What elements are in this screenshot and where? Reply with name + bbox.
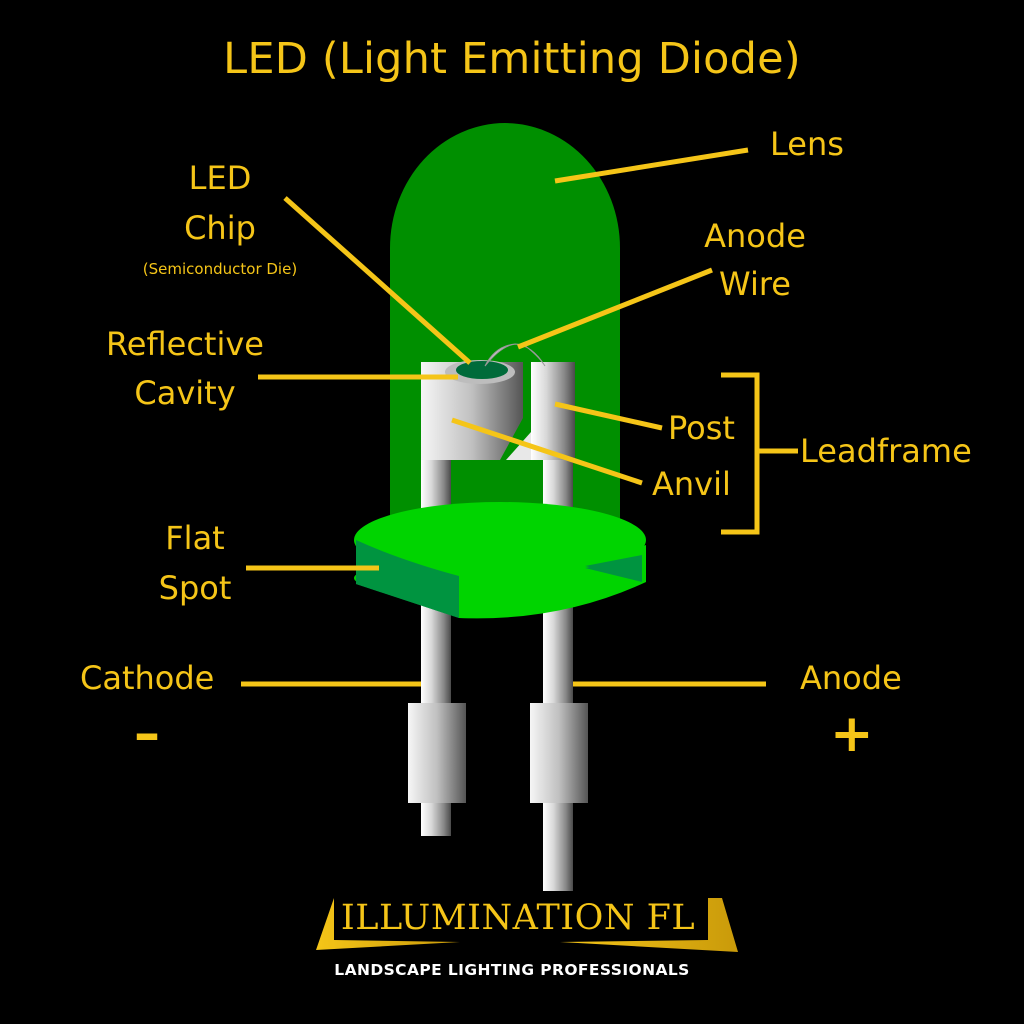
- label-led-chip-sub: (Semiconductor Die): [142, 260, 298, 278]
- page-title: LED (Light Emitting Diode): [223, 34, 801, 84]
- anode-plus-sign: +: [830, 704, 874, 764]
- logo-wings: [316, 898, 738, 952]
- anode-wire: [484, 343, 546, 367]
- leader-lens: [554, 147, 749, 184]
- anode-lead: [530, 600, 588, 891]
- post: [506, 362, 575, 460]
- led-chip: [456, 361, 508, 379]
- logo-name: ILLUMINATION FL: [340, 898, 696, 938]
- cathode-lead: [408, 600, 466, 836]
- label-cathode: Cathode: [80, 659, 215, 697]
- label-flat-spot-line2: Spot: [158, 569, 232, 607]
- leader-post: [554, 401, 663, 431]
- label-post: Post: [668, 409, 735, 447]
- label-flat-spot-line1: Flat: [165, 519, 225, 557]
- label-led-chip-line2: Chip: [184, 209, 256, 247]
- label-anode: Anode: [800, 659, 902, 697]
- label-anode-wire-line1: Anode: [704, 217, 806, 255]
- label-reflective-cavity-line1: Reflective: [106, 325, 264, 363]
- base-flange: [354, 502, 646, 619]
- leader-anode-wire: [517, 267, 713, 350]
- label-anvil: Anvil: [652, 465, 731, 503]
- label-led-chip-line1: LED: [188, 159, 252, 197]
- leadframe-bracket: [721, 372, 760, 535]
- label-reflective-cavity-line2: Cavity: [134, 374, 236, 412]
- leader-anvil: [451, 417, 643, 486]
- leader-lines: [241, 147, 798, 687]
- label-anode-wire-line2: Wire: [719, 265, 791, 303]
- leader-led-chip: [283, 196, 472, 365]
- label-leadframe: Leadframe: [800, 432, 972, 470]
- logo-tagline: LANDSCAPE LIGHTING PROFESSIONALS: [334, 961, 690, 979]
- cathode-minus-sign: –: [134, 704, 160, 764]
- label-lens: Lens: [770, 125, 844, 163]
